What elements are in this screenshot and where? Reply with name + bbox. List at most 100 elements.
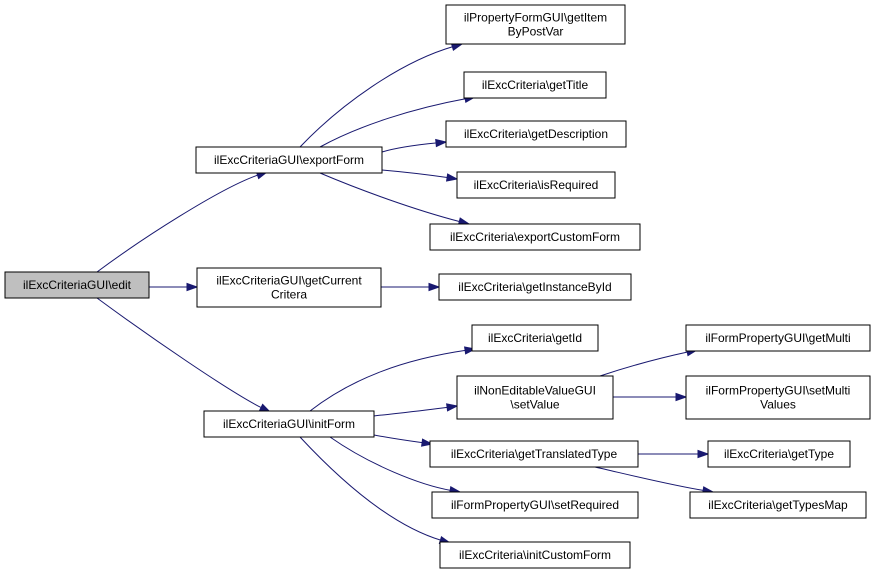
node-getTypesMap[interactable]: ilExcCriteria\getTypesMap [689, 491, 867, 519]
node-setRequired[interactable]: ilFormPropertyGUI\setRequired [431, 491, 639, 519]
node-box [196, 267, 382, 308]
edge-line [96, 174, 259, 273]
edge-initForm-to-setValue [373, 403, 459, 417]
node-label: Critera [271, 288, 307, 302]
edge-line [299, 46, 454, 148]
node-box [195, 146, 383, 174]
node-getMulti[interactable]: ilFormPropertyGUI\getMulti [685, 324, 871, 352]
arrowhead-icon [697, 449, 710, 459]
node-getTranslatedType[interactable]: ilExcCriteria\getTranslatedType [429, 440, 639, 468]
node-box [456, 171, 616, 199]
edge-initForm-to-initCustomForm [299, 436, 452, 545]
edge-line [373, 434, 424, 444]
node-label: ilFormPropertyGUI\getMulti [705, 331, 850, 345]
node-box [439, 541, 631, 569]
edge-exportForm-to-getDescription [381, 138, 448, 153]
node-box [203, 410, 375, 438]
node-label: ilPropertyFormGUI\getItem [464, 11, 607, 25]
node-label: ilExcCriteria\getId [488, 331, 582, 345]
node-box [438, 273, 632, 301]
node-box [689, 491, 867, 519]
edge-line [319, 172, 461, 223]
edges-layer [96, 42, 715, 545]
node-exportCustomForm[interactable]: ilExcCriteria\exportCustomForm [429, 223, 641, 251]
node-label: ilExcCriteria\isRequired [474, 178, 599, 192]
node-label: Values [760, 398, 796, 412]
edge-line [599, 351, 689, 377]
arrowhead-icon [428, 282, 441, 292]
node-label: ilFormPropertyGUI\setMulti [706, 384, 851, 398]
edge-line [299, 436, 442, 541]
node-getDescription[interactable]: ilExcCriteria\getDescription [445, 120, 627, 148]
node-label: ilExcCriteria\getType [724, 447, 834, 461]
edge-setValue-to-setMultiValues [613, 392, 688, 402]
edge-edit-to-getCurrentCritera [149, 282, 199, 292]
edge-line [309, 349, 467, 412]
edge-line [319, 98, 467, 148]
edge-edit-to-initForm [96, 297, 272, 413]
edge-getTranslatedType-to-getTypesMap [594, 466, 715, 495]
node-label: ilFormPropertyGUI\setRequired [451, 498, 619, 512]
node-initForm[interactable]: ilExcCriteriaGUI\initForm [203, 410, 375, 438]
node-label: ilExcCriteria\getTranslatedType [451, 447, 618, 461]
arrowhead-icon [675, 392, 688, 402]
node-initCustomForm[interactable]: ilExcCriteria\initCustomForm [439, 541, 631, 569]
node-label: ilExcCriteriaGUI\exportForm [214, 153, 364, 167]
node-box [445, 120, 627, 148]
node-box [431, 491, 639, 519]
node-box [471, 324, 599, 352]
edge-line [381, 142, 438, 153]
node-box [429, 440, 639, 468]
edge-getCurrentCritera-to-getInstanceById [381, 282, 441, 292]
node-box [456, 375, 614, 420]
edge-line [381, 169, 449, 179]
node-edit[interactable]: ilExcCriteriaGUI\edit [4, 271, 150, 299]
edge-line [96, 297, 263, 409]
arrowhead-icon [421, 438, 434, 447]
edge-line [594, 466, 705, 492]
node-label: ilExcCriteria\getInstanceById [458, 280, 611, 294]
node-box [685, 375, 871, 420]
edge-exportForm-to-getItemByPostVar [299, 42, 464, 148]
node-getId[interactable]: ilExcCriteria\getId [471, 324, 599, 352]
edge-line [373, 406, 449, 417]
node-label: ilExcCriteria\initCustomForm [459, 548, 611, 562]
node-box [685, 324, 871, 352]
node-label: ByPostVar [508, 25, 564, 39]
edge-edit-to-exportForm [96, 171, 269, 273]
node-label: ilExcCriteria\getTitle [482, 78, 589, 92]
arrowhead-icon [435, 138, 448, 148]
edge-line [329, 436, 452, 491]
arrowhead-icon [446, 403, 459, 412]
node-box [4, 271, 150, 299]
nodes-layer: ilExcCriteriaGUI\edit ilExcCriteriaGUI\ex… [4, 4, 871, 569]
node-box [429, 223, 641, 251]
node-box [707, 440, 851, 468]
node-label: ilExcCriteriaGUI\getCurrent [216, 274, 362, 288]
node-box [463, 71, 607, 99]
arrowhead-icon [445, 173, 459, 182]
node-label: ilExcCriteria\getDescription [464, 127, 608, 141]
node-isRequired[interactable]: ilExcCriteria\isRequired [456, 171, 616, 199]
node-box [445, 4, 626, 45]
edge-initForm-to-getTranslatedType [373, 434, 434, 447]
edge-exportForm-to-isRequired [381, 169, 459, 182]
edge-initForm-to-getId [309, 346, 477, 412]
node-getTitle[interactable]: ilExcCriteria\getTitle [463, 71, 607, 99]
node-setValue[interactable]: ilNonEditableValueGUI\setValue [456, 375, 614, 420]
edge-setValue-to-getMulti [599, 348, 699, 377]
edge-getTranslatedType-to-getType [637, 449, 710, 459]
node-label: ilExcCriteriaGUI\edit [23, 278, 132, 292]
node-label: ilExcCriteriaGUI\initForm [223, 417, 355, 431]
node-getInstanceById[interactable]: ilExcCriteria\getInstanceById [438, 273, 632, 301]
node-label: ilExcCriteria\getTypesMap [708, 498, 848, 512]
node-exportForm[interactable]: ilExcCriteriaGUI\exportForm [195, 146, 383, 174]
node-label: ilNonEditableValueGUI [474, 384, 596, 398]
node-getType[interactable]: ilExcCriteria\getType [707, 440, 851, 468]
node-label: ilExcCriteria\exportCustomForm [450, 230, 620, 244]
node-label: \setValue [510, 398, 559, 412]
